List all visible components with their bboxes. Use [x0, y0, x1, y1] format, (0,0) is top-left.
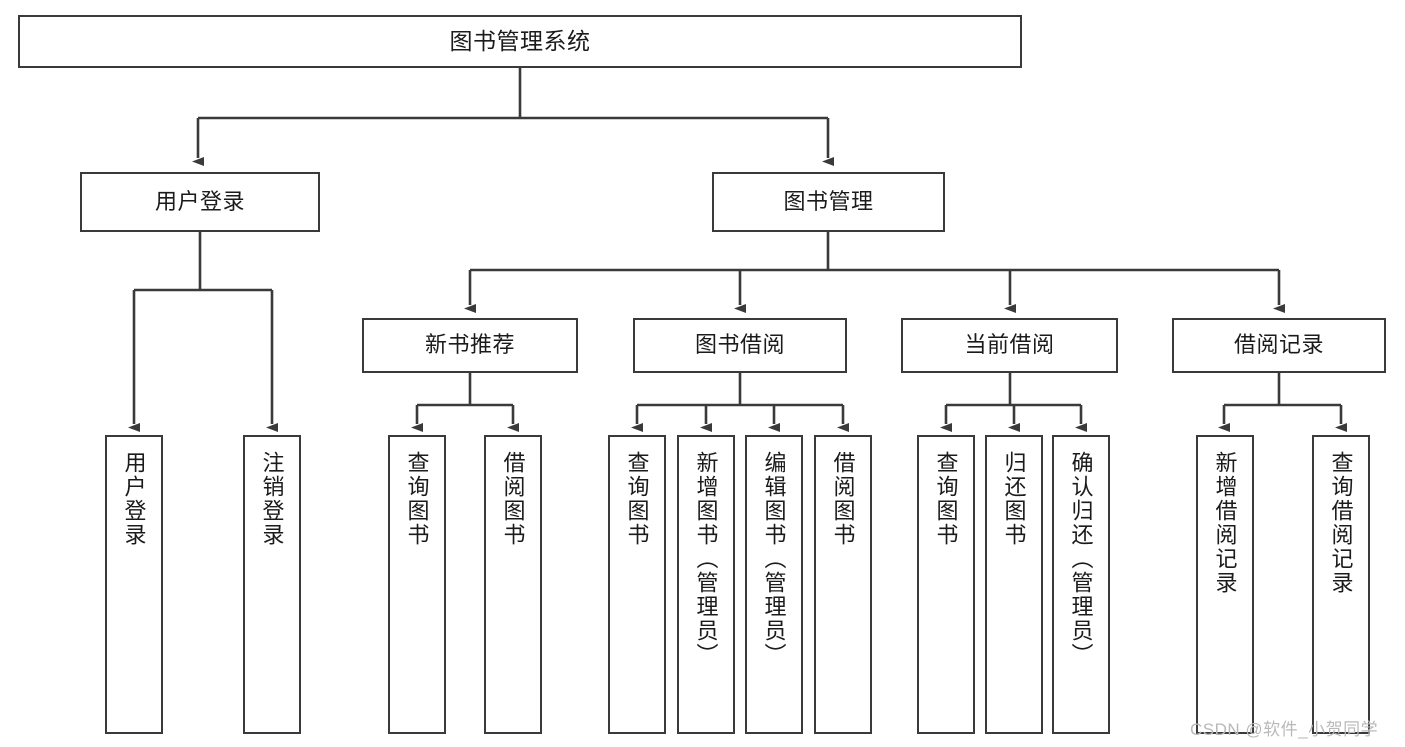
- node-leaf-add-book[interactable]: 新增图书（管理员）: [677, 435, 735, 734]
- node-book-borrow[interactable]: 图书借阅: [633, 318, 847, 373]
- node-label: 图书借阅: [694, 332, 785, 358]
- node-leaf-user-logout[interactable]: 注销登录: [243, 435, 301, 734]
- node-new-book-recommend[interactable]: 新书推荐: [362, 318, 578, 373]
- node-label: 归还图书: [1001, 451, 1027, 547]
- node-root-system[interactable]: 图书管理系统: [18, 15, 1022, 68]
- node-label: 编辑图书（管理员）: [761, 451, 787, 667]
- node-label: 新增借阅记录: [1212, 451, 1238, 595]
- node-label: 借阅记录: [1233, 332, 1324, 358]
- csdn-watermark: CSDN @软件_小贺同学: [1190, 720, 1379, 739]
- node-leaf-query-book-1[interactable]: 查询图书: [388, 435, 446, 734]
- node-label: 注销登录: [259, 451, 285, 547]
- node-leaf-confirm-return[interactable]: 确认归还（管理员）: [1052, 435, 1110, 734]
- node-label: 查询图书: [933, 451, 959, 547]
- node-label: 新增图书（管理员）: [693, 451, 719, 667]
- node-leaf-return-book[interactable]: 归还图书: [985, 435, 1043, 734]
- node-label: 图书管理: [783, 188, 874, 214]
- node-borrow-record[interactable]: 借阅记录: [1172, 318, 1386, 373]
- node-leaf-add-record[interactable]: 新增借阅记录: [1196, 435, 1254, 734]
- node-book-manage[interactable]: 图书管理: [712, 172, 945, 232]
- node-label: 借阅图书: [500, 451, 526, 547]
- node-leaf-query-book-3[interactable]: 查询图书: [917, 435, 975, 734]
- node-label: 当前借阅: [964, 332, 1055, 358]
- node-label: 查询图书: [404, 451, 430, 547]
- node-leaf-user-login[interactable]: 用户登录: [105, 435, 163, 734]
- node-leaf-edit-book[interactable]: 编辑图书（管理员）: [745, 435, 803, 734]
- node-label: 用户登录: [121, 451, 147, 547]
- node-label: 借阅图书: [830, 451, 856, 547]
- node-leaf-borrow-book-2[interactable]: 借阅图书: [814, 435, 872, 734]
- node-current-borrow[interactable]: 当前借阅: [901, 318, 1118, 373]
- node-label: 新书推荐: [424, 332, 515, 358]
- node-leaf-query-record[interactable]: 查询借阅记录: [1312, 435, 1370, 734]
- node-label: 确认归还（管理员）: [1068, 451, 1094, 667]
- node-label: 查询借阅记录: [1328, 451, 1354, 595]
- node-leaf-borrow-book-1[interactable]: 借阅图书: [484, 435, 542, 734]
- node-label: 图书管理系统: [449, 27, 591, 54]
- node-user-login[interactable]: 用户登录: [80, 172, 320, 232]
- node-label: 查询图书: [624, 451, 650, 547]
- node-leaf-query-book-2[interactable]: 查询图书: [608, 435, 666, 734]
- node-label: 用户登录: [154, 188, 245, 214]
